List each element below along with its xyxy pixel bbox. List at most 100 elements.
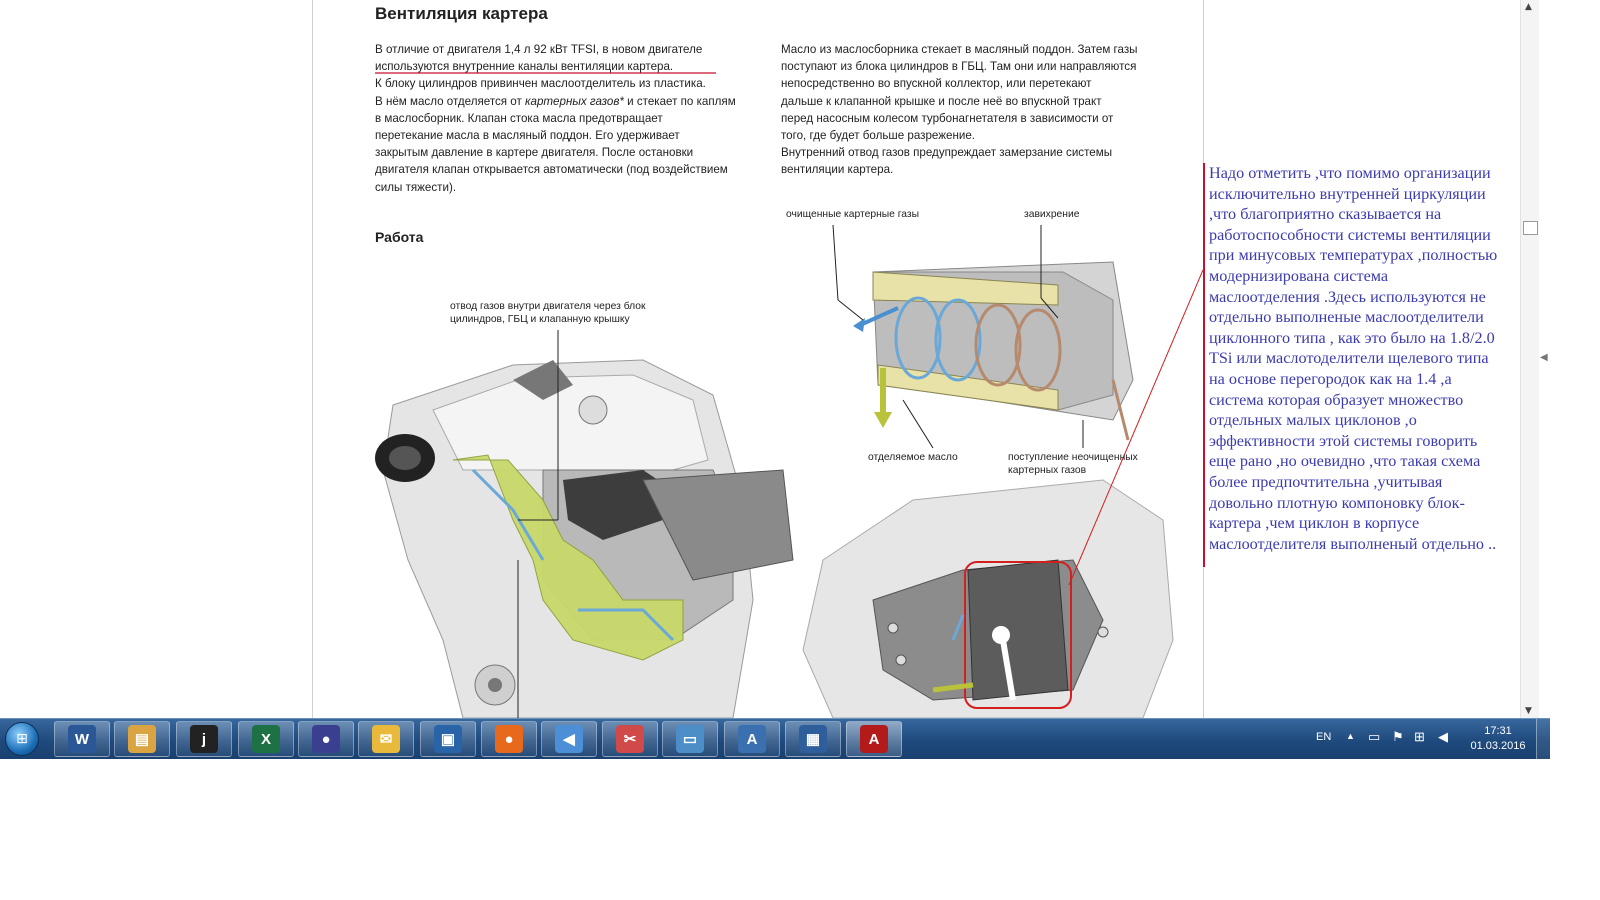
highlight-frame (964, 561, 1072, 709)
figure-label-unclean-gases: поступление неочищенных картерных газов (1008, 452, 1138, 476)
note-line: работоспособности системы вентиляции (1209, 225, 1491, 244)
taskbar-app-document-viewer[interactable]: A (724, 721, 780, 757)
note-line: Надо отметить ,что помимо организации (1209, 164, 1491, 182)
note-line: циклонного типа , как это было на 1.8/2.… (1209, 328, 1495, 347)
text-line: непосредственно во впускной коллектор, и… (781, 77, 1092, 91)
excel-icon: X (252, 725, 280, 753)
taskbar-app-snipping-tool[interactable]: ✂ (602, 721, 658, 757)
text-line: двигателя клапан открывается автоматичес… (375, 163, 728, 177)
text-line-underlined: используются внутренние каналы вентиляци… (375, 60, 674, 74)
note-line: эффективности этой системы говорить (1209, 431, 1478, 450)
text-line: К блоку цилиндров привинчен маслоотделит… (375, 77, 706, 91)
media-app-icon: ● (312, 725, 340, 753)
text-line: Масло из маслосборника стекает в масляны… (781, 43, 1138, 56)
text-line: в маслосборник. Клапан стока масла предо… (375, 111, 663, 125)
info-app-icon: j (190, 725, 218, 753)
clock-time: 17:31 (1484, 725, 1512, 737)
document-viewer: Вентиляция картера В отличие от двигател… (312, 0, 1550, 718)
text-line: В нём масло отделяется от картерных газо… (375, 94, 736, 108)
italic-term: картерных газов* (525, 94, 624, 108)
network-icon[interactable]: ▭ (1368, 729, 1381, 744)
right-text-column: Масло из маслосборника стекает в масляны… (781, 41, 1138, 179)
windows-update-icon[interactable]: ⊞ (1414, 729, 1425, 744)
action-center-flag-icon[interactable]: ⚑ (1392, 729, 1404, 744)
taskbar-app-sound[interactable]: ◀ (541, 721, 597, 757)
text-line: вентиляции картера. (781, 163, 894, 177)
engine-illustration (375, 72, 1203, 718)
control-panel-icon: ▣ (434, 725, 462, 753)
figure-label-swirl: завихрение (1024, 209, 1080, 220)
note-line: при минусовых температурах ,полностью (1209, 246, 1498, 265)
taskbar-app-control-panel[interactable]: ▣ (420, 721, 476, 757)
volume-icon[interactable]: ◀ (1438, 729, 1448, 744)
scroll-down-icon[interactable]: ▼ (1525, 706, 1532, 716)
taskbar-app-excel[interactable]: X (238, 721, 294, 757)
word-icon: W (68, 725, 96, 753)
text-line: В отличие от двигателя 1,4 л 92 кВт TFSI… (375, 43, 703, 56)
taskbar-app-word[interactable]: W (54, 721, 110, 757)
section-title: Работа (375, 229, 424, 245)
taskbar-app-info-app[interactable]: j (176, 721, 232, 757)
taskbar-app-picture-viewer[interactable]: ▭ (662, 721, 718, 757)
mail-icon: ✉ (372, 725, 400, 753)
clock-date: 01.03.2016 (1470, 740, 1526, 752)
file-explorer-icon: ▤ (128, 725, 156, 753)
text-line: Внутренний отвод газов предупреждает зам… (781, 146, 1113, 160)
figure-label-separated-oil: отделяемое масло (868, 452, 958, 463)
side-panel-arrow-icon[interactable]: ◀ (1540, 352, 1548, 363)
note-line: отдельных малых циклонов ,о (1209, 411, 1417, 430)
document-page: Вентиляция картера В отличие от двигател… (312, 0, 1204, 718)
snipping-tool-icon: ✂ (616, 725, 644, 753)
note-line: маслоотделения .Здесь используются не (1209, 287, 1486, 306)
text-line: перед насосным колесом турбонагнетателя … (781, 111, 1114, 125)
text-line: перетекание масла в масляный поддон. Его… (375, 129, 680, 143)
taskbar-app-mail[interactable]: ✉ (358, 721, 414, 757)
figure-label-cleaned-gases: очищенные картерные газы (786, 209, 920, 220)
left-text-column: В отличие от двигателя 1,4 л 92 кВт TFSI… (375, 41, 736, 196)
scroll-thumb[interactable] (1523, 221, 1538, 235)
text-line: поступают из блока цилиндров в ГБЦ. Там … (781, 60, 1137, 74)
remote-desktop-icon: ▦ (799, 725, 827, 753)
document-viewer-icon: A (738, 725, 766, 753)
scroll-up-icon[interactable]: ▲ (1525, 2, 1532, 12)
figure-label-gas-path: отвод газов внутри двигателя через блок … (450, 301, 646, 325)
note-line: более предпочтительна ,учитывая (1209, 472, 1443, 491)
note-line: исключительно внутренней циркуляции (1209, 184, 1486, 203)
sound-icon: ◀ (555, 725, 583, 753)
note-line: довольно плотную компоновку блок- (1209, 493, 1465, 512)
note-line: еще рано ,но очевидно ,что такая схема (1209, 452, 1481, 471)
taskbar-app-file-explorer[interactable]: ▤ (114, 721, 170, 757)
show-desktop-button[interactable] (1536, 719, 1551, 759)
language-indicator[interactable]: EN (1316, 731, 1332, 743)
oil-separator-detail (802, 269, 1203, 718)
windows-logo-icon: ⊞ (5, 722, 39, 756)
taskbar: ⊞ W ▤ j X ● ✉ ▣ ● ◀ ✂ ▭ A ▦ A EN ▲ ▭ ⚑ ⊞ ◀ 17:31 01.0… (0, 718, 1551, 759)
annotation-note: Надо отметить ,что помимо организации ис… (1203, 163, 1550, 567)
pdf-reader-icon: A (860, 725, 888, 753)
text-line: того, где будет больше разрежение. (781, 129, 975, 143)
text-line: силы тяжести). (375, 180, 457, 194)
note-line: маслоотделителя выполненый отдельно .. (1209, 534, 1497, 553)
note-line: ,что благоприятно сказывается на (1209, 205, 1442, 224)
text-line: закрытым давление в картере двигателя. П… (375, 146, 694, 160)
vertical-scrollbar[interactable]: ▲ ▼ (1520, 0, 1539, 718)
note-line: отдельно выполненые маслоотделители (1209, 308, 1484, 327)
taskbar-app-remote-desktop[interactable]: ▦ (785, 721, 841, 757)
engine-block (375, 359, 794, 718)
taskbar-app-media-app[interactable]: ● (298, 721, 354, 757)
cyclone-cutaway (832, 224, 1134, 449)
system-clock[interactable]: 17:31 01.03.2016 (1468, 724, 1528, 754)
text-line: дальше к клапанной крышке и после неё во… (781, 94, 1102, 108)
note-line: TSi или маслотоделители щелевого типа (1209, 349, 1489, 368)
note-line: система которая образует множество (1209, 390, 1464, 409)
firefox-icon: ● (495, 725, 523, 753)
taskbar-app-pdf-reader[interactable]: A (846, 721, 902, 757)
note-line: на основе перегородок как на 1.4 ,а (1209, 369, 1452, 388)
show-hidden-icons-icon[interactable]: ▲ (1346, 731, 1355, 741)
start-button[interactable]: ⊞ (0, 720, 44, 758)
page-title: Вентиляция картера (375, 4, 548, 23)
note-line: модернизирована система (1209, 266, 1389, 285)
picture-viewer-icon: ▭ (676, 725, 704, 753)
note-line: картера ,чем циклон в корпусе (1209, 514, 1420, 533)
taskbar-app-firefox[interactable]: ● (481, 721, 537, 757)
